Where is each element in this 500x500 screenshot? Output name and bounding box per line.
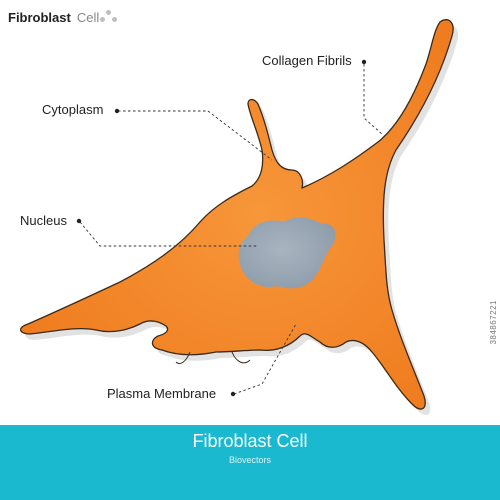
leader-nucleus [79,221,258,247]
label-dot [76,218,82,224]
brand-dots-icon [100,10,120,24]
filopodium [231,351,251,364]
fibroblast-diagram [20,19,459,416]
leader-plasma-membrane [233,323,297,395]
leader-collagen-fibrils [363,64,383,135]
footer-banner: Fibroblast Cell Biovectors [0,425,500,500]
header: Fibroblast Cell [8,6,99,28]
label-dot [361,59,367,65]
header-title: Fibroblast [8,9,71,25]
label-dot [114,108,120,114]
stock-id: 384867221 [489,300,498,345]
label-dot [230,391,236,397]
header-subtitle: Cell [76,9,100,25]
label-plasma-membrane: Plasma Membrane [107,386,217,401]
label-nucleus: Nucleus [20,213,67,228]
label-collagen-fibrils: Collagen Fibrils [262,53,352,68]
filopodium [175,351,191,365]
label-cytoplasm: Cytoplasm [42,102,104,117]
footer-title: Fibroblast Cell [192,431,308,451]
leader-cytoplasm [118,110,273,161]
nucleus-shape [238,217,336,289]
cytoplasm-body [20,19,454,410]
footer-credit: Biovectors [228,455,272,465]
